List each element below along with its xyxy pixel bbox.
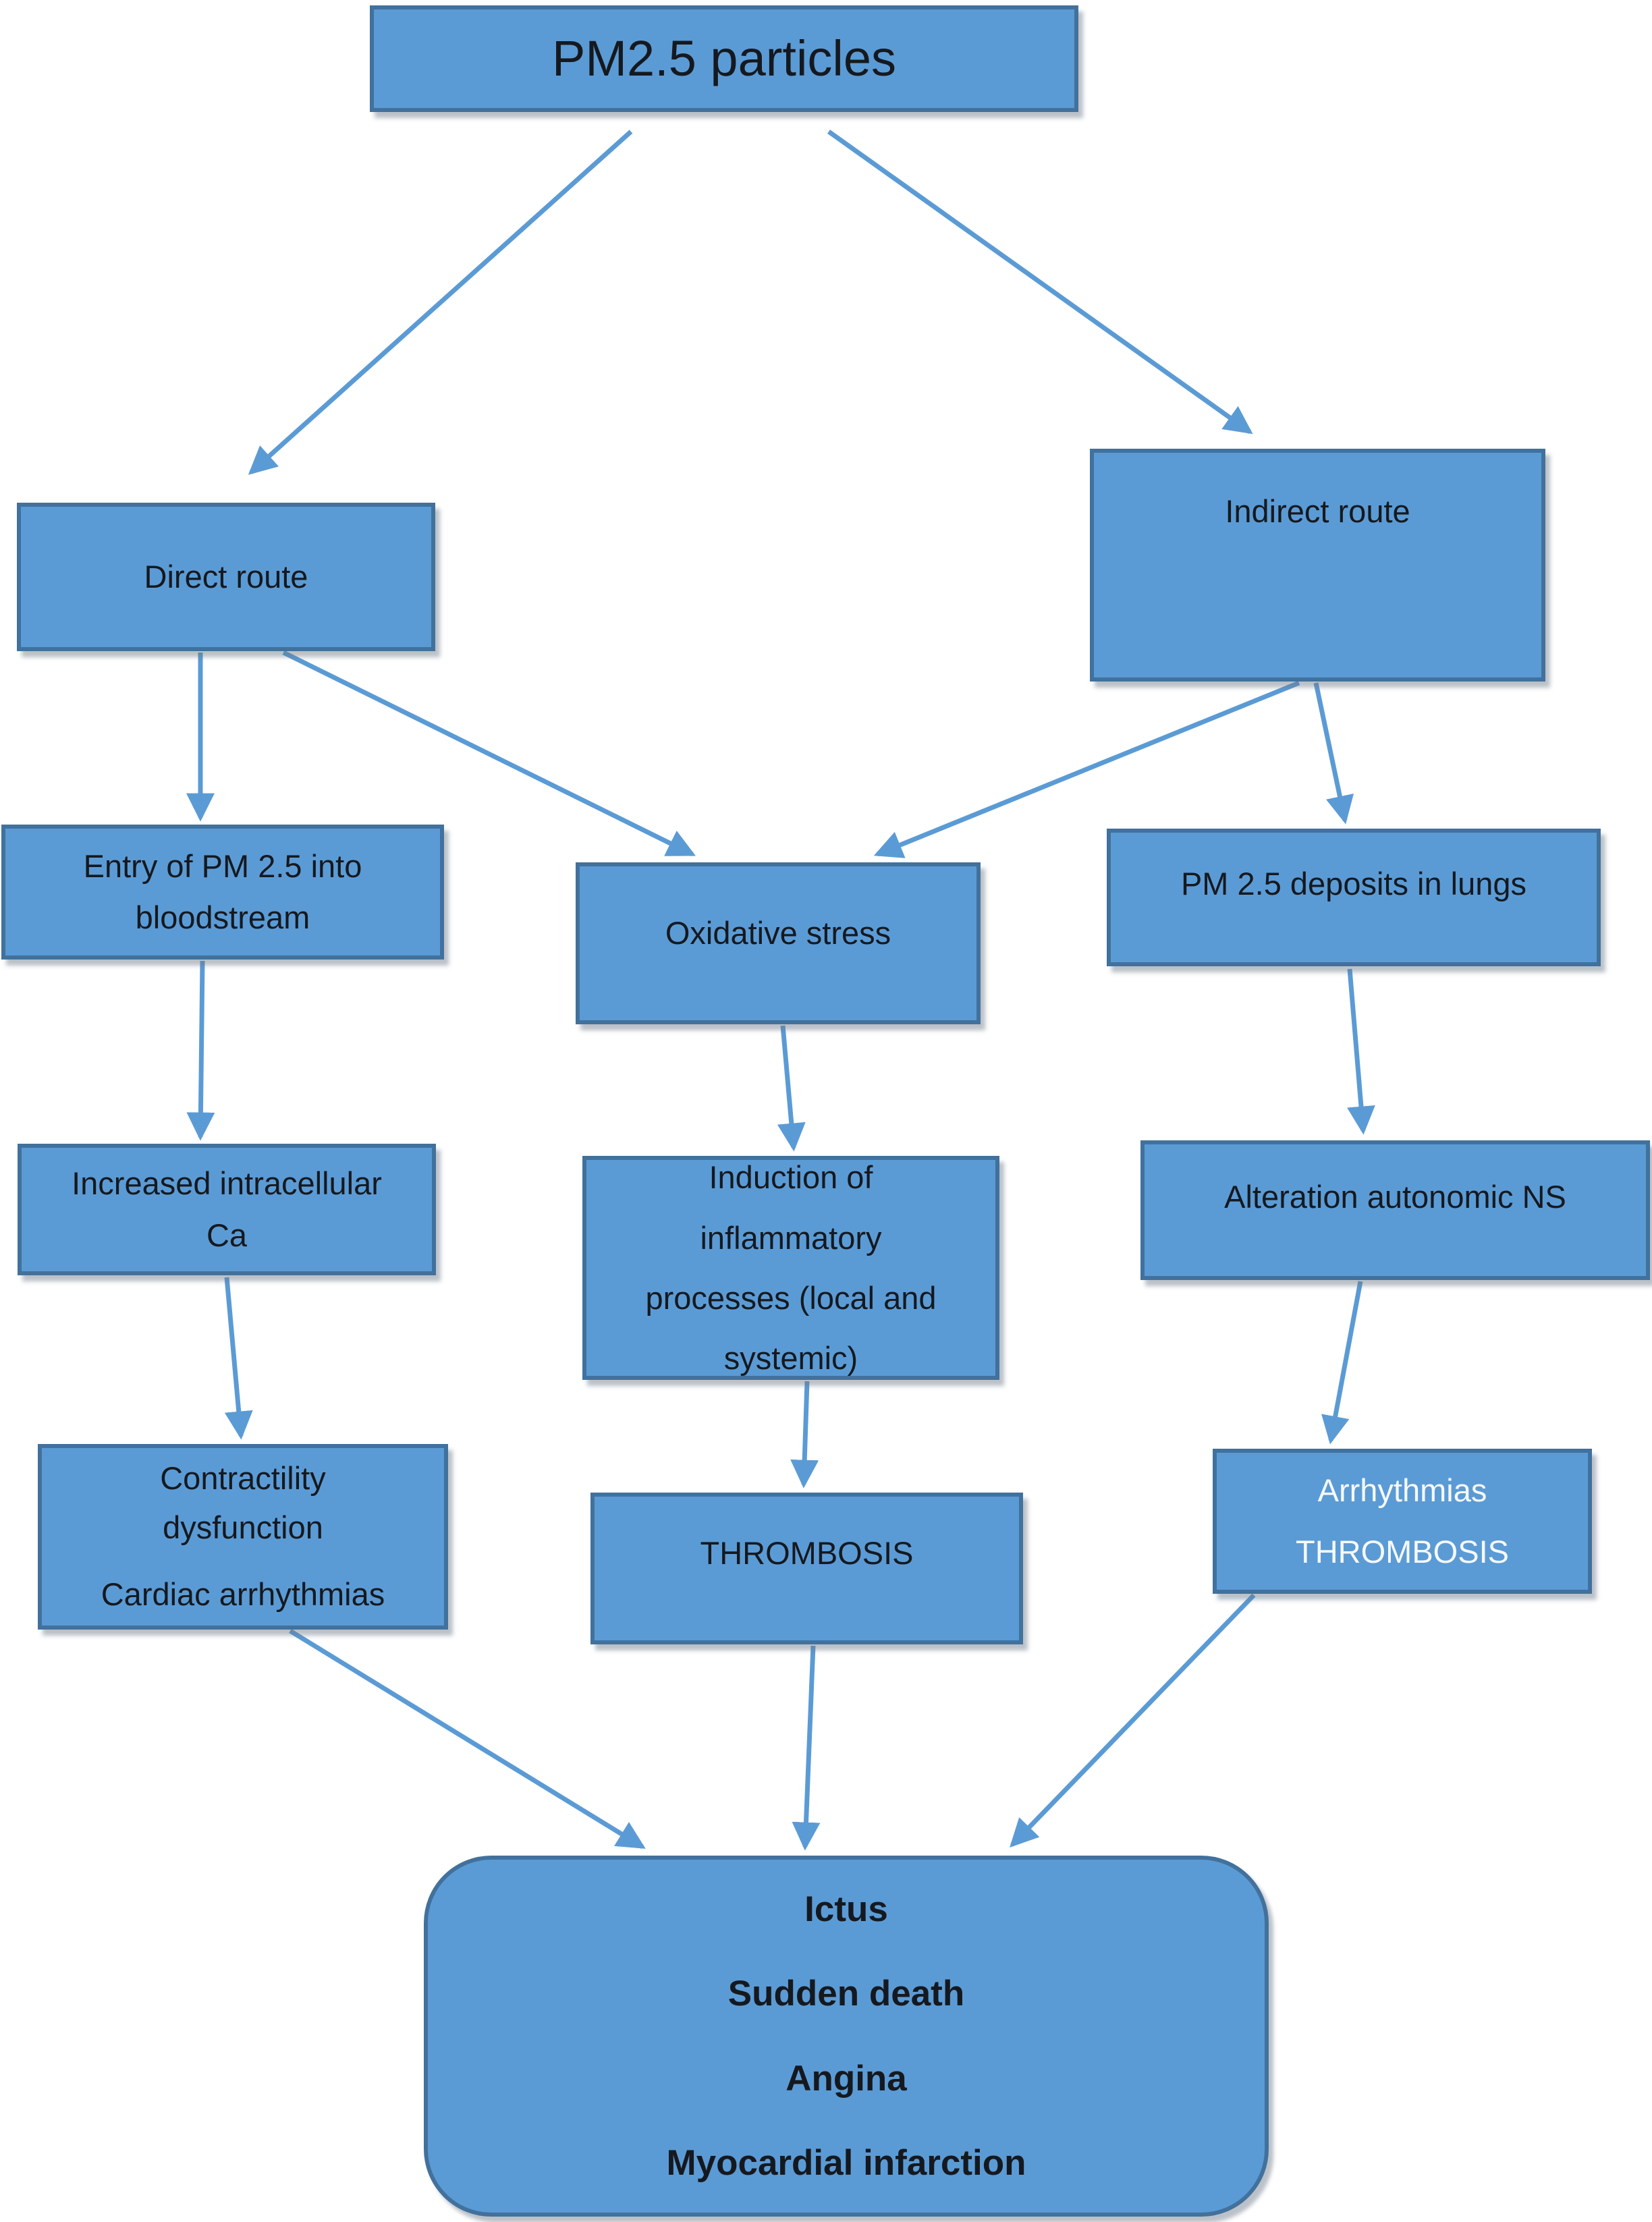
arrow-contractility-to-outcomes <box>289 1629 646 1849</box>
arrow-pm25-to-indirect-route <box>827 130 1253 435</box>
arrow-lung-deposits-to-autonomic-ns <box>1347 968 1375 1135</box>
node-oxidative-stress: Oxidative stress <box>576 862 981 1024</box>
node-text-line: Cardiac arrhythmias <box>101 1576 385 1612</box>
node-entry-bloodstream: Entry of PM 2.5 into bloodstream <box>1 825 444 960</box>
node-text-line: PM 2.5 deposits in lungs <box>1180 866 1527 902</box>
arrow-inflammation-to-thrombosis <box>790 1381 819 1489</box>
node-text-line: Myocardial infarction <box>666 2142 1026 2183</box>
node-text-line: Contractility <box>160 1460 326 1497</box>
arrow-autonomic-ns-to-arrhythmias-thrombosis <box>1321 1281 1363 1445</box>
node-pm25-particles: PM2.5 particles <box>370 5 1078 112</box>
arrow-arrhythmias-thrombosis-to-outcomes <box>1010 1593 1256 1848</box>
node-text-line: bloodstream <box>135 899 310 935</box>
node-lung-deposits: PM 2.5 deposits in lungs <box>1107 829 1601 966</box>
node-text-line: Direct route <box>144 559 308 595</box>
node-autonomic-ns: Alteration autonomic NS <box>1140 1140 1650 1280</box>
arrow-pm25-to-direct-route <box>248 130 633 475</box>
node-thrombosis: THROMBOSIS <box>590 1493 1023 1644</box>
node-text-line: Increased intracellular <box>72 1165 382 1202</box>
node-text-line: Indirect route <box>1225 493 1410 529</box>
arrow-oxidative-stress-to-inflammation <box>777 1025 806 1152</box>
node-text-line: Induction of <box>709 1159 873 1196</box>
node-indirect-route: Indirect route <box>1090 449 1545 682</box>
node-text-line: inflammatory <box>700 1219 882 1256</box>
node-direct-route: Direct route <box>17 503 435 651</box>
arrow-direct-route-to-oxidative-stress <box>282 650 696 857</box>
node-text-line: processes (local and <box>645 1280 937 1316</box>
node-text-line: PM2.5 particles <box>552 30 896 87</box>
node-text-line: Entry of PM 2.5 into <box>83 848 362 884</box>
arrow-increased-ca-to-contractility <box>224 1277 253 1440</box>
node-inflammation: Induction of inflammatory processes (local… <box>582 1156 999 1380</box>
node-text-line: Ca <box>206 1217 248 1253</box>
node-text-line: Arrhythmias <box>1317 1472 1487 1508</box>
arrow-entry-bloodstream-to-increased-ca <box>186 960 215 1141</box>
node-text-line: Sudden death <box>727 1974 965 2014</box>
node-text-line: Oxidative stress <box>665 915 891 951</box>
node-text-line: Alteration autonomic NS <box>1224 1178 1566 1215</box>
node-text-line: THROMBOSIS <box>700 1535 914 1572</box>
node-text-line: Ictus <box>804 1889 888 1930</box>
node-text-line: THROMBOSIS <box>1296 1534 1509 1570</box>
arrow-indirect-route-to-lung-deposits <box>1313 682 1354 825</box>
node-text-line: systemic) <box>723 1340 858 1377</box>
arrow-indirect-route-to-oxidative-stress <box>873 680 1300 858</box>
node-text-line: dysfunction <box>163 1509 323 1546</box>
node-text-line: Angina <box>786 2058 907 2099</box>
arrow-thrombosis-to-outcomes <box>792 1645 821 1851</box>
